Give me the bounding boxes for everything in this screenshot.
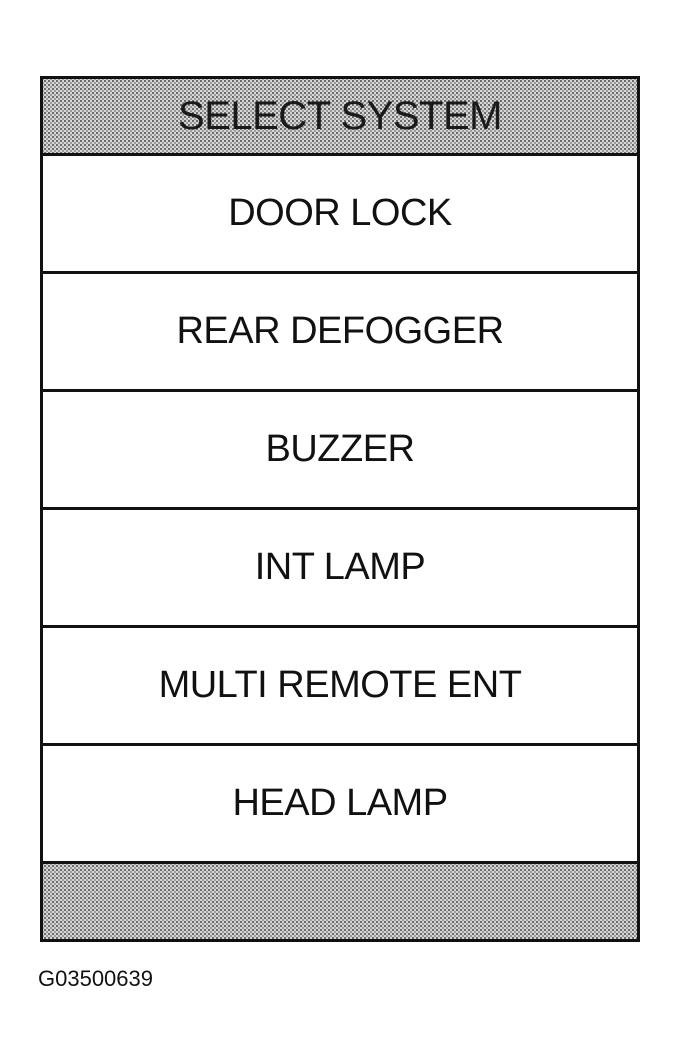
system-menu: DOOR LOCK REAR DEFOGGER BUZZER INT LAMP … xyxy=(43,156,637,864)
menu-item-label: HEAD LAMP xyxy=(232,782,448,824)
menu-item-door-lock[interactable]: DOOR LOCK xyxy=(43,156,637,274)
menu-item-multi-remote-ent[interactable]: MULTI REMOTE ENT xyxy=(43,628,637,746)
figure-id-caption: G03500639 xyxy=(38,966,153,991)
select-system-panel: SELECT SYSTEM DOOR LOCK REAR DEFOGGER BU… xyxy=(40,76,640,942)
header-title: SELECT SYSTEM xyxy=(178,93,502,138)
menu-item-label: MULTI REMOTE ENT xyxy=(158,664,522,706)
menu-item-label: REAR DEFOGGER xyxy=(176,310,504,352)
menu-item-rear-defogger[interactable]: REAR DEFOGGER xyxy=(43,274,637,392)
panel-footer-bar xyxy=(43,864,637,939)
select-system-header: SELECT SYSTEM xyxy=(43,79,637,156)
menu-item-head-lamp[interactable]: HEAD LAMP xyxy=(43,746,637,864)
menu-item-label: BUZZER xyxy=(265,428,416,470)
menu-item-int-lamp[interactable]: INT LAMP xyxy=(43,510,637,628)
menu-item-buzzer[interactable]: BUZZER xyxy=(43,392,637,510)
menu-item-label: INT LAMP xyxy=(254,546,426,588)
menu-item-label: DOOR LOCK xyxy=(228,192,452,234)
